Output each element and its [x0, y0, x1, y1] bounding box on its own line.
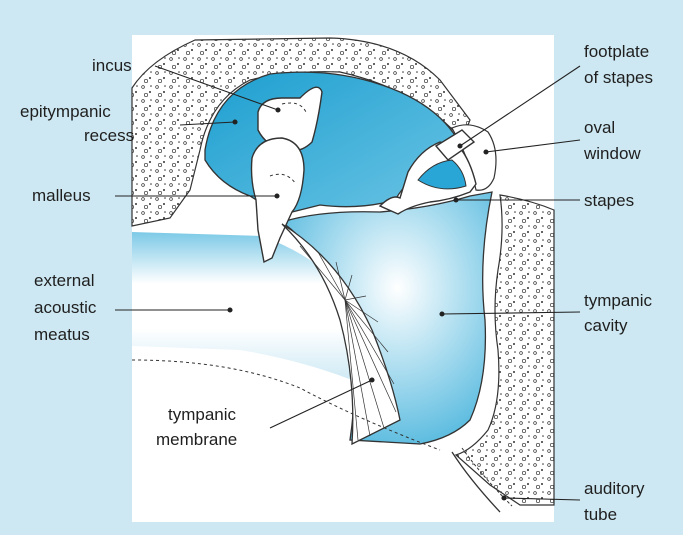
label-footplate-2: of stapes	[584, 68, 653, 87]
label-external-3: meatus	[34, 325, 90, 344]
label-epitympanic-recess-2: recess	[84, 126, 134, 145]
label-tympanic-membrane-2: membrane	[156, 430, 237, 449]
label-oval-window-2: window	[583, 144, 641, 163]
label-oval-window-1: oval	[584, 118, 615, 137]
label-auditory-tube-2: tube	[584, 505, 617, 524]
label-tympanic-cavity-1: tympanic	[584, 291, 653, 310]
label-tympanic-cavity-2: cavity	[584, 316, 628, 335]
label-stapes: stapes	[584, 191, 634, 210]
label-malleus: malleus	[32, 186, 91, 205]
label-external-1: external	[34, 271, 94, 290]
label-auditory-tube-1: auditory	[584, 479, 645, 498]
label-footplate-1: footplate	[584, 42, 649, 61]
label-external-2: acoustic	[34, 298, 97, 317]
label-tympanic-membrane-1: tympanic	[168, 405, 237, 424]
label-epitympanic-recess-1: epitympanic	[20, 102, 111, 121]
label-incus: incus	[92, 56, 132, 75]
